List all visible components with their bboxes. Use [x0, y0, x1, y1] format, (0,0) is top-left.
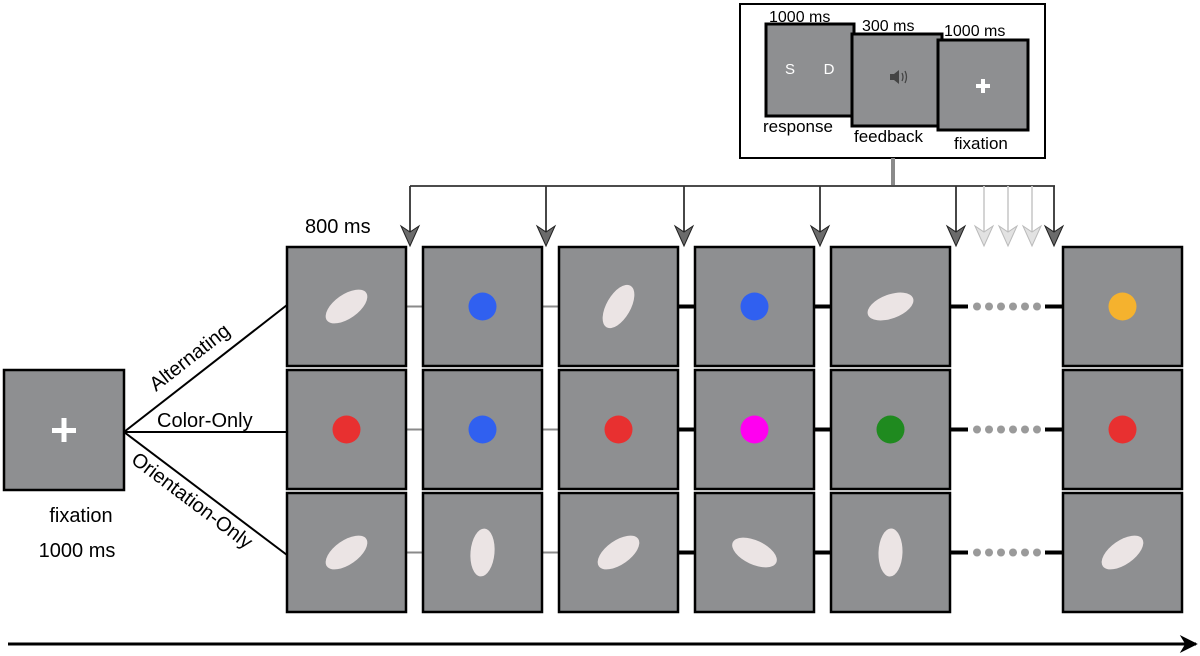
bracket-arrows	[399, 186, 1065, 248]
bracket-arrow-head	[809, 224, 831, 248]
stimulus-cell	[285, 491, 408, 614]
feedback-distribution-bracket	[399, 158, 1065, 248]
feedback-duration: 300 ms	[862, 18, 914, 35]
condition-branches	[123, 304, 288, 556]
ellipsis-dot	[985, 302, 993, 311]
color-dot-stimulus	[1108, 292, 1137, 321]
ellipsis-dot	[1021, 548, 1029, 557]
ellipsis-dot	[1009, 548, 1017, 557]
stimulus-cell	[557, 368, 680, 491]
plus-icon	[52, 418, 76, 442]
oriented-ellipse-stimulus	[470, 528, 495, 577]
fixation-caption-inset: fixation	[954, 134, 1008, 153]
fixation-duration: 1000 ms	[39, 540, 116, 562]
ellipsis-dot	[1033, 425, 1041, 434]
stimulus-screen	[421, 245, 544, 368]
stimulus-cell	[1061, 491, 1184, 614]
plus-icon	[976, 79, 990, 93]
ellipsis-dot	[985, 548, 993, 557]
stimulus-cell	[693, 491, 816, 614]
stimulus-cell	[829, 245, 952, 368]
fixation-screen-inset	[936, 38, 1030, 132]
color-dot-stimulus	[332, 415, 361, 444]
stimulus-cell	[421, 368, 544, 491]
fixation-duration-inset: 1000 ms	[944, 23, 1005, 40]
stimulus-cell	[693, 245, 816, 368]
bracket-arrow-head	[673, 224, 695, 248]
response-duration: 1000 ms	[769, 9, 830, 26]
faded-arrow-head	[1021, 224, 1043, 248]
stimulus-cell	[693, 368, 816, 491]
response-caption: response	[763, 117, 833, 136]
oriented-ellipse-stimulus	[597, 535, 640, 570]
ellipsis-dot	[1033, 302, 1041, 311]
ellipsis-dot	[1009, 302, 1017, 311]
response-key-s: S	[785, 61, 795, 78]
bracket-arrow-head	[399, 224, 421, 248]
oriented-ellipse-stimulus	[1101, 535, 1144, 570]
fixation-label: fixation	[49, 505, 112, 527]
stimulus-cell	[1061, 368, 1184, 491]
bracket-arrow-head	[945, 224, 967, 248]
ellipsis-dot	[973, 548, 981, 557]
oriented-ellipse-stimulus	[325, 535, 368, 570]
bracket-arrow-head	[535, 224, 557, 248]
stimulus-cell	[1061, 245, 1184, 368]
speaker-icon	[890, 70, 908, 84]
stimulus-screen	[285, 245, 408, 368]
oriented-ellipse-stimulus	[867, 292, 914, 321]
inset-panel: S D 1000 ms 300 ms 1000 ms response feed…	[739, 3, 1046, 159]
oriented-ellipse-stimulus	[878, 528, 903, 577]
bracket-arrow-head	[1043, 224, 1065, 248]
stimulus-cell	[557, 245, 680, 368]
stimulus-cell	[829, 491, 952, 614]
color-dot-stimulus	[604, 415, 633, 444]
stimulus-duration: 800 ms	[305, 216, 371, 238]
ellipsis-dot	[997, 302, 1005, 311]
response-screen	[764, 22, 856, 118]
condition-label-orientation-only: Orientation-Only	[127, 448, 257, 553]
color-dot-stimulus	[468, 415, 497, 444]
faded-arrow-head	[997, 224, 1019, 248]
oriented-ellipse-stimulus	[602, 284, 635, 329]
stimulus-cell	[285, 368, 408, 491]
ellipsis-dot	[1021, 425, 1029, 434]
color-dot-stimulus	[468, 292, 497, 321]
ellipsis-dot	[973, 302, 981, 311]
stimulus-cell	[557, 491, 680, 614]
ellipsis-dot	[997, 548, 1005, 557]
color-dot-stimulus	[740, 415, 769, 444]
stimulus-cell	[285, 245, 408, 368]
ellipsis-dot	[1021, 302, 1029, 311]
ellipsis-dot	[973, 425, 981, 434]
stimulus-screen	[421, 491, 544, 614]
condition-label-alternating: Alternating	[146, 320, 235, 396]
ellipsis-dot	[1033, 548, 1041, 557]
condition-label-color-only: Color-Only	[157, 410, 253, 432]
ellipsis-dot	[997, 425, 1005, 434]
stimulus-cell	[829, 368, 952, 491]
color-dot-stimulus	[740, 292, 769, 321]
ellipsis-dot	[1009, 425, 1017, 434]
stimulus-cell	[421, 245, 544, 368]
ellipsis-dot	[985, 425, 993, 434]
faded-arrow-head	[973, 224, 995, 248]
color-dot-stimulus	[876, 415, 905, 444]
stimulus-grid	[285, 245, 1184, 614]
response-key-d: D	[824, 61, 835, 78]
initial-fixation: fixation 1000 ms	[2, 368, 126, 562]
stimulus-cell	[421, 491, 544, 614]
oriented-ellipse-stimulus	[325, 289, 368, 324]
oriented-ellipse-stimulus	[732, 537, 777, 568]
color-dot-stimulus	[1108, 415, 1137, 444]
feedback-caption: feedback	[854, 127, 923, 146]
